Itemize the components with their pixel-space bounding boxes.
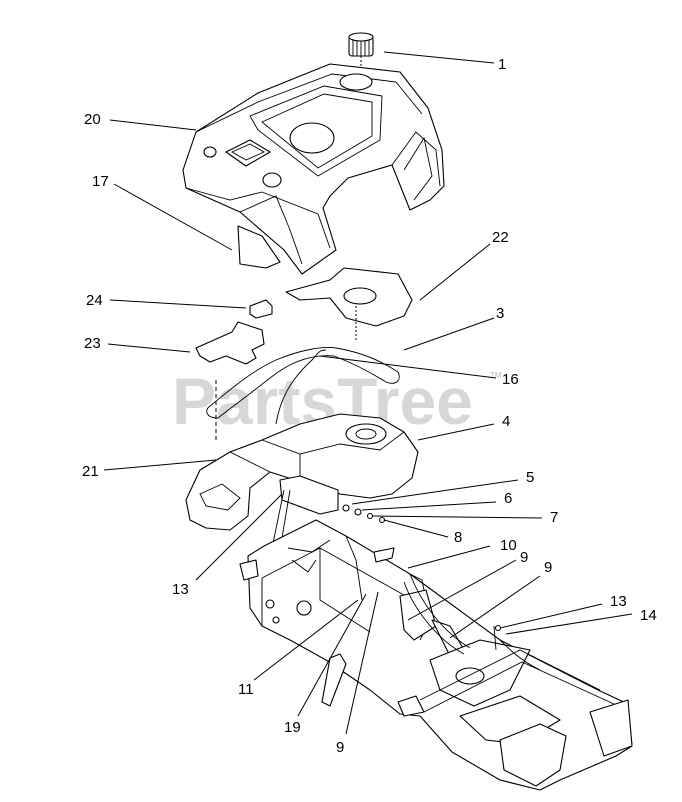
bumper-block-part (249, 299, 273, 319)
callout-9-bottom: 9 (336, 739, 344, 756)
frame-part (239, 519, 633, 791)
fuel-line-part (275, 349, 327, 425)
gasket-part (195, 321, 265, 365)
callout-6: 6 (504, 490, 512, 507)
tank-strap-part (206, 347, 400, 419)
callout-24: 24 (86, 292, 103, 309)
callout-7: 7 (550, 509, 558, 526)
callout-10: 10 (500, 537, 517, 554)
leader-lines (103, 51, 633, 735)
callout-23: 23 (84, 335, 101, 352)
callout-3: 3 (496, 305, 504, 322)
callout-20: 20 (84, 111, 101, 128)
callout-1: 1 (498, 56, 506, 73)
callout-19: 19 (284, 719, 301, 736)
fuel-tank-part (185, 413, 419, 531)
callout-labels: 1 20 17 22 24 3 23 16 4 21 5 6 7 8 13 10… (82, 56, 657, 756)
callout-9-right: 9 (544, 559, 552, 576)
callout-11: 11 (238, 681, 254, 698)
callout-8: 8 (454, 529, 462, 546)
callout-13-right: 13 (610, 593, 627, 610)
callout-17: 17 (92, 173, 109, 190)
callout-9-upper: 9 (520, 549, 528, 566)
callout-16: 16 (502, 371, 519, 388)
callout-13-left: 13 (172, 581, 189, 598)
callout-5: 5 (526, 469, 534, 486)
watermark-trademark: TM (490, 371, 502, 380)
hood-seal-part (237, 225, 281, 269)
callout-22: 22 (492, 229, 509, 246)
hood-part (182, 63, 445, 275)
callout-14: 14 (640, 607, 657, 624)
callout-21: 21 (82, 463, 99, 480)
callout-4: 4 (502, 413, 510, 430)
